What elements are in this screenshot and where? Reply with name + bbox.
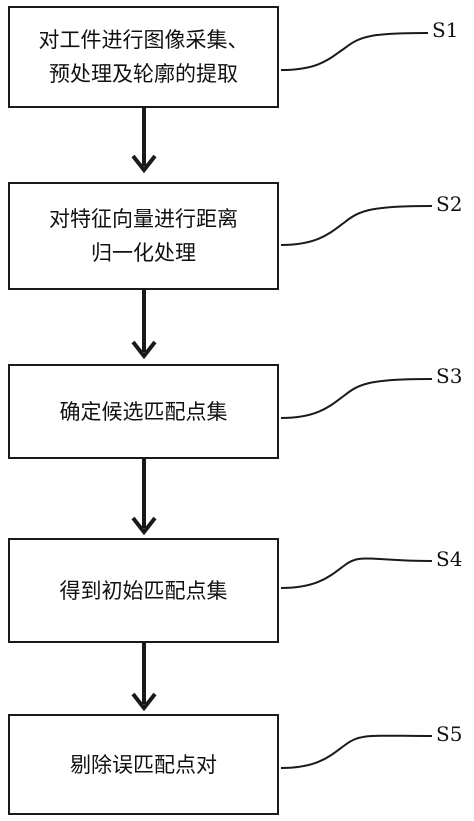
step-s1-line-2: 预处理及轮廓的提取 (49, 62, 238, 86)
leader-line-s3 (280, 378, 433, 419)
leader-line-s1 (280, 32, 429, 71)
step-box-s4: 得到初始匹配点集 (8, 538, 279, 643)
step-s2-line-1: 对特征向量进行距离 (49, 207, 238, 231)
step-label-s1: S1 (432, 18, 459, 42)
leader-line-s2 (280, 205, 433, 246)
step-text-s1: 对工件进行图像采集、 预处理及轮廓的提取 (39, 23, 249, 91)
arrow-s2-to-s3 (131, 290, 157, 360)
arrow-s4-to-s5 (131, 643, 157, 712)
step-s3-line-1: 确定候选匹配点集 (59, 399, 228, 424)
step-box-s1: 对工件进行图像采集、 预处理及轮廓的提取 (8, 6, 279, 108)
leader-line-s4 (280, 557, 433, 589)
step-s4-line-1: 得到初始匹配点集 (59, 578, 228, 603)
leader-line-s5 (280, 734, 433, 769)
step-label-s2: S2 (436, 192, 463, 216)
step-box-s5: 剔除误匹配点对 (8, 714, 279, 815)
step-box-s3: 确定候选匹配点集 (8, 364, 279, 459)
step-label-s4: S4 (436, 547, 463, 571)
step-s5-line-1: 剔除误匹配点对 (70, 752, 217, 777)
step-box-s2: 对特征向量进行距离 归一化处理 (8, 182, 279, 290)
arrow-s1-to-s2 (131, 108, 157, 174)
step-text-s3: 确定候选匹配点集 (60, 395, 228, 429)
step-s1-line-1: 对工件进行图像采集、 (38, 28, 249, 52)
step-text-s4: 得到初始匹配点集 (60, 574, 228, 608)
step-label-s3: S3 (436, 364, 463, 388)
step-text-s5: 剔除误匹配点对 (70, 748, 217, 782)
arrow-s3-to-s4 (131, 459, 157, 536)
step-text-s2: 对特征向量进行距离 归一化处理 (49, 202, 238, 270)
step-label-s5: S5 (436, 722, 463, 746)
step-s2-line-2: 归一化处理 (91, 241, 196, 265)
